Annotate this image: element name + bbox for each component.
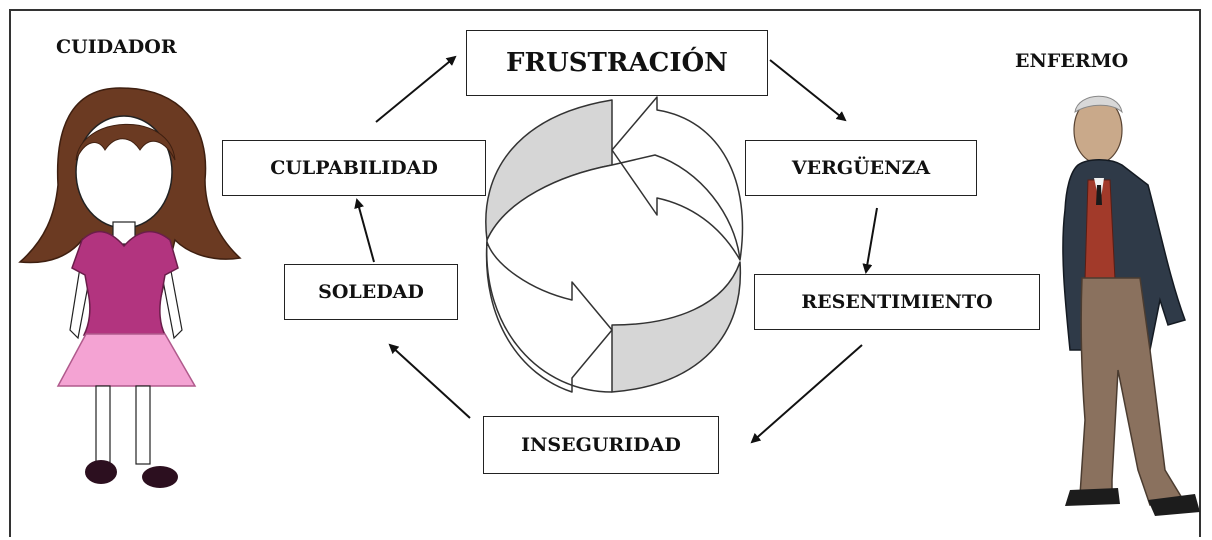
- caregiver-label: CUIDADOR: [56, 36, 177, 58]
- arrow-frustration-to-shame: [769, 59, 847, 122]
- box-shame: VERGÜENZA: [745, 140, 977, 196]
- patient-label: ENFERMO: [1015, 50, 1129, 72]
- arrow-resentment-to-insecurity: [750, 344, 863, 444]
- box-frustration: FRUSTRACIÓN: [466, 30, 768, 96]
- cycle-arrow-white-top: [486, 96, 744, 261]
- caregiver-bangs: [75, 123, 176, 161]
- cycle-arrow-outline: [486, 239, 613, 393]
- diagram-frame: [9, 9, 1201, 537]
- box-insecurity: INSEGURIDAD: [483, 416, 719, 474]
- arrow-guilt-to-frustration: [375, 55, 457, 123]
- cycle-arrow-white-bottom: [485, 241, 613, 393]
- caregiver-shirt: [71, 231, 179, 336]
- patient-illustration: [1062, 95, 1200, 516]
- arrow-insecurity-to-loneliness: [388, 343, 471, 419]
- caregiver-skirt: [56, 333, 197, 387]
- box-resentment: RESENTIMIENTO: [754, 274, 1040, 330]
- arrow-shame-to-resentment: [862, 207, 878, 274]
- box-loneliness: SOLEDAD: [284, 264, 458, 320]
- caregiver-illustration: [18, 87, 242, 488]
- cycle-arrows-icon: [485, 96, 744, 393]
- cycle-arrow-grey-bottom: [611, 261, 742, 393]
- box-guilt: CULPABILIDAD: [222, 140, 486, 196]
- arrow-loneliness-to-guilt: [354, 198, 375, 263]
